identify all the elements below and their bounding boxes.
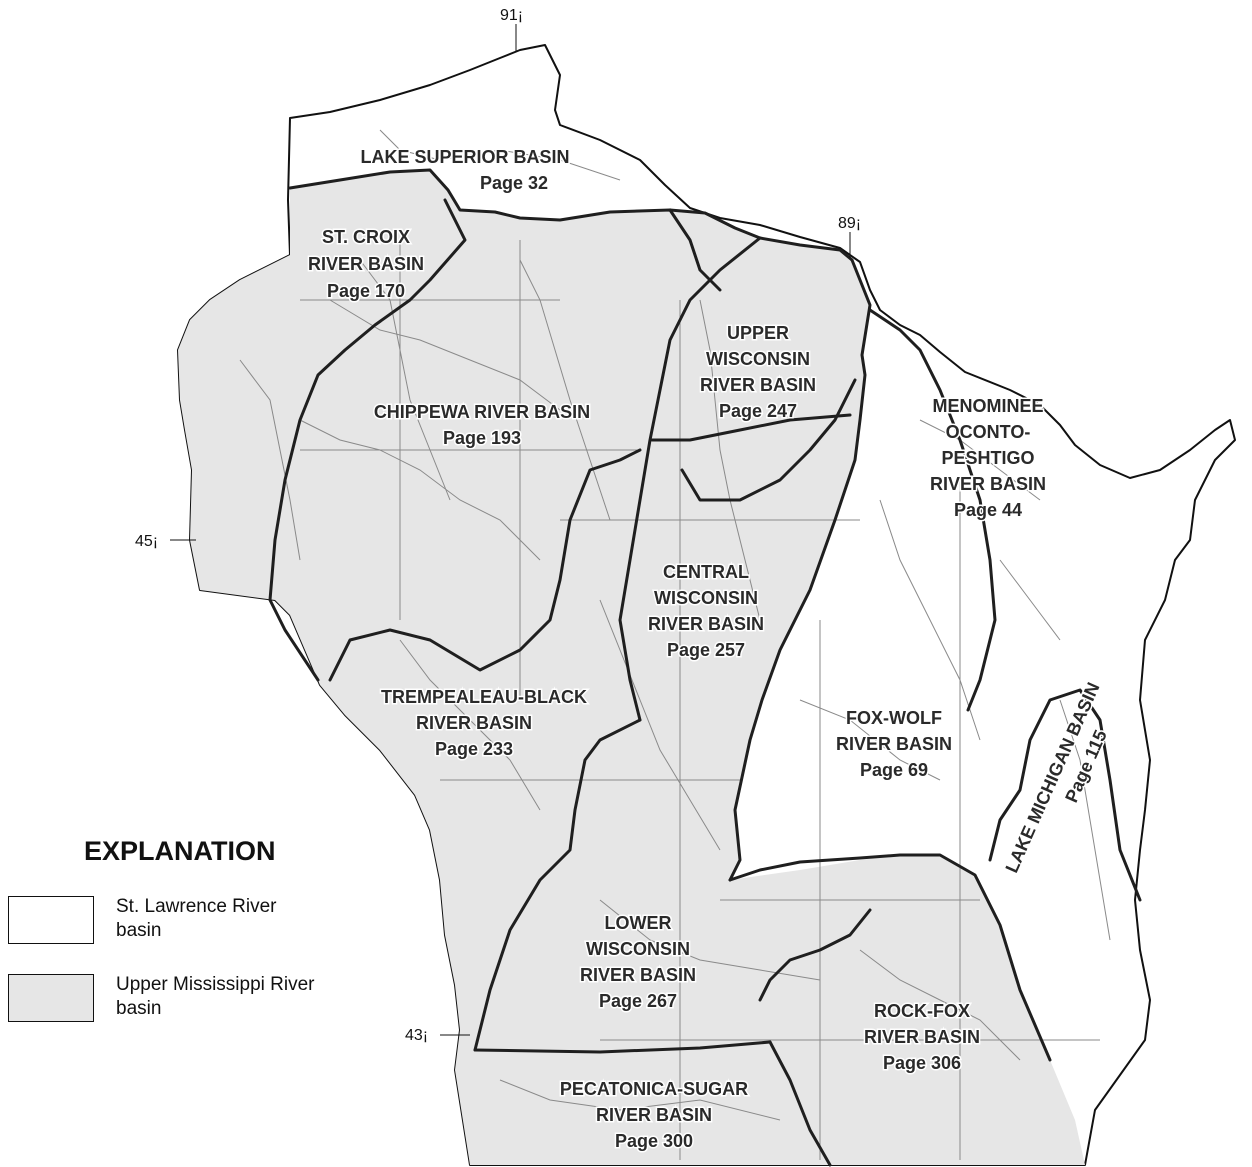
svg-text:Page 69: Page 69 bbox=[860, 760, 928, 780]
rivers-and-county-lines bbox=[239, 129, 1111, 1160]
svg-text:RIVER BASIN: RIVER BASIN bbox=[416, 713, 532, 733]
svg-text:WISCONSIN: WISCONSIN bbox=[654, 588, 758, 608]
label-chippewa-river-basin: CHIPPEWA RIVER BASIN Page 193 bbox=[372, 401, 591, 450]
label-central-wisconsin-river-basin: CENTRAL WISCONSIN RIVER BASIN Page 257 bbox=[646, 561, 765, 662]
svg-text:Page 32: Page 32 bbox=[480, 173, 548, 193]
legend-title: EXPLANATION bbox=[84, 836, 276, 866]
label-menominee-oconto-peshtigo-river-basin: MENOMINEE OCONTO- PESHTIGO RIVER BASIN P… bbox=[928, 395, 1047, 522]
legend-swatch-st-lawrence bbox=[8, 896, 94, 944]
svg-text:PECATONICA-SUGAR: PECATONICA-SUGAR bbox=[560, 1079, 748, 1099]
legend-item-st-lawrence: St. Lawrence River basin bbox=[8, 896, 368, 948]
legend-item-upper-mississippi: Upper Mississippi River basin bbox=[8, 974, 368, 1026]
svg-text:LOWER: LOWER bbox=[605, 913, 672, 933]
label-fox-wolf-river-basin: FOX-WOLF RIVER BASIN Page 69 bbox=[834, 707, 953, 782]
svg-text:Page 247: Page 247 bbox=[719, 401, 797, 421]
label-st-croix-river-basin: ST. CROIX RIVER BASIN Page 170 bbox=[306, 226, 425, 303]
legend-swatch-upper-mississippi bbox=[8, 974, 94, 1022]
svg-text:WISCONSIN: WISCONSIN bbox=[706, 349, 810, 369]
svg-text:WISCONSIN: WISCONSIN bbox=[586, 939, 690, 959]
svg-text:ROCK-FOX: ROCK-FOX bbox=[874, 1001, 970, 1021]
svg-text:RIVER BASIN: RIVER BASIN bbox=[836, 734, 952, 754]
svg-text:Page 233: Page 233 bbox=[435, 739, 513, 759]
svg-text:RIVER BASIN: RIVER BASIN bbox=[864, 1027, 980, 1047]
legend-label-st-lawrence: St. Lawrence River basin bbox=[116, 896, 277, 941]
svg-text:Page 306: Page 306 bbox=[883, 1053, 961, 1073]
svg-text:OCONTO-: OCONTO- bbox=[946, 422, 1031, 442]
svg-text:MENOMINEE: MENOMINEE bbox=[932, 396, 1043, 416]
svg-text:Page 257: Page 257 bbox=[667, 640, 745, 660]
svg-text:RIVER BASIN: RIVER BASIN bbox=[596, 1105, 712, 1125]
svg-text:RIVER BASIN: RIVER BASIN bbox=[930, 474, 1046, 494]
svg-text:UPPER: UPPER bbox=[727, 323, 789, 343]
svg-text:FOX-WOLF: FOX-WOLF bbox=[846, 708, 942, 728]
lon91-label: 91¡ bbox=[500, 7, 523, 24]
label-trempealeau-black-river-basin: TREMPEALEAU-BLACK RIVER BASIN Page 233 bbox=[380, 686, 589, 761]
svg-text:RIVER BASIN: RIVER BASIN bbox=[648, 614, 764, 634]
basin-boundaries bbox=[268, 168, 1142, 1167]
label-pecatonica-sugar-river-basin: PECATONICA-SUGAR RIVER BASIN Page 300 bbox=[558, 1078, 749, 1153]
svg-text:RIVER BASIN: RIVER BASIN bbox=[700, 375, 816, 395]
label-rock-fox-river-basin: ROCK-FOX RIVER BASIN Page 306 bbox=[862, 1000, 981, 1075]
legend-label-upper-mississippi: Upper Mississippi River basin bbox=[116, 974, 315, 1019]
svg-text:CENTRAL: CENTRAL bbox=[663, 562, 749, 582]
svg-text:Page 44: Page 44 bbox=[954, 500, 1022, 520]
svg-text:PESHTIGO: PESHTIGO bbox=[941, 448, 1034, 468]
svg-text:Page 170: Page 170 bbox=[327, 281, 405, 301]
upper-mississippi-region bbox=[178, 170, 1085, 1165]
lon89-label: 89¡ bbox=[838, 215, 861, 232]
svg-text:Page 267: Page 267 bbox=[599, 991, 677, 1011]
svg-text:RIVER BASIN: RIVER BASIN bbox=[580, 965, 696, 985]
svg-text:ST. CROIX: ST. CROIX bbox=[322, 227, 410, 247]
svg-text:LAKE SUPERIOR BASIN: LAKE SUPERIOR BASIN bbox=[360, 147, 569, 167]
svg-text:Page 300: Page 300 bbox=[615, 1131, 693, 1151]
svg-text:Page 193: Page 193 bbox=[443, 428, 521, 448]
svg-text:TREMPEALEAU-BLACK: TREMPEALEAU-BLACK bbox=[381, 687, 587, 707]
label-upper-wisconsin-river-basin: UPPER WISCONSIN RIVER BASIN Page 247 bbox=[698, 322, 817, 423]
lat45-label: 45¡ bbox=[135, 533, 158, 550]
svg-text:CHIPPEWA RIVER BASIN: CHIPPEWA RIVER BASIN bbox=[374, 402, 590, 422]
lat43-label: 43¡ bbox=[405, 1027, 428, 1044]
label-lake-superior-basin: LAKE SUPERIOR BASIN Page 32 bbox=[359, 146, 571, 195]
label-lower-wisconsin-river-basin: LOWER WISCONSIN RIVER BASIN Page 267 bbox=[578, 912, 697, 1013]
svg-text:RIVER BASIN: RIVER BASIN bbox=[308, 254, 424, 274]
